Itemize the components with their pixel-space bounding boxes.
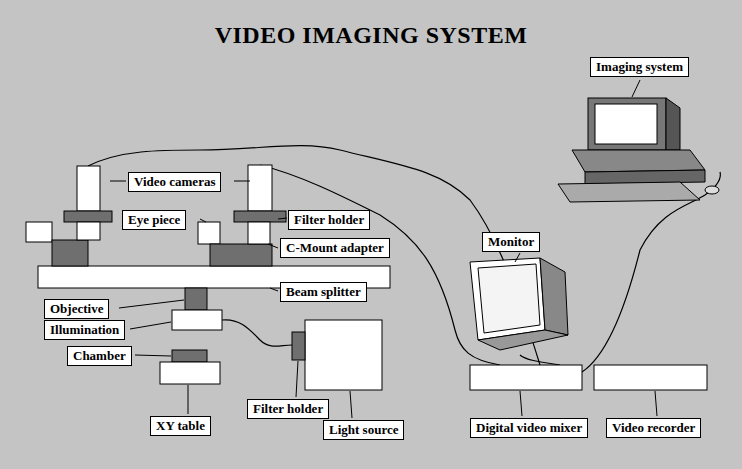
label-box: C-Mount adapter	[280, 238, 390, 258]
label-box: XY table	[150, 416, 211, 436]
part-label: XY table	[156, 418, 205, 433]
part-label: Beam splitter	[286, 284, 361, 299]
label-box: Illumination	[44, 320, 125, 340]
part-label: C-Mount adapter	[286, 240, 384, 255]
part-label: Video cameras	[134, 174, 215, 189]
label-box: Objective	[44, 299, 109, 319]
part-label: Monitor	[488, 234, 534, 249]
label-box: Eye piece	[122, 210, 186, 230]
label-box: Beam splitter	[280, 282, 367, 302]
diagram-title: VIDEO IMAGING SYSTEM	[0, 22, 742, 49]
part-label: Chamber	[73, 348, 126, 363]
part-label: Filter holder	[294, 212, 364, 227]
part-label: Imaging system	[596, 59, 683, 74]
label-box: Video cameras	[128, 172, 221, 192]
part-label: Objective	[50, 301, 103, 316]
part-label: Eye piece	[128, 212, 180, 227]
part-label: Filter holder	[253, 401, 323, 416]
part-label: Digital video mixer	[476, 420, 582, 435]
part-label: Light source	[329, 422, 398, 437]
part-label: Illumination	[50, 322, 119, 337]
label-box: Filter holder	[247, 399, 329, 419]
label-box: Digital video mixer	[470, 418, 588, 438]
label-box: Filter holder	[288, 210, 370, 230]
label-box: Imaging system	[590, 57, 689, 77]
label-box: Monitor	[482, 232, 540, 252]
label-box: Video recorder	[606, 418, 701, 438]
label-box: Light source	[323, 420, 404, 440]
part-label: Video recorder	[612, 420, 695, 435]
label-box: Chamber	[67, 346, 132, 366]
